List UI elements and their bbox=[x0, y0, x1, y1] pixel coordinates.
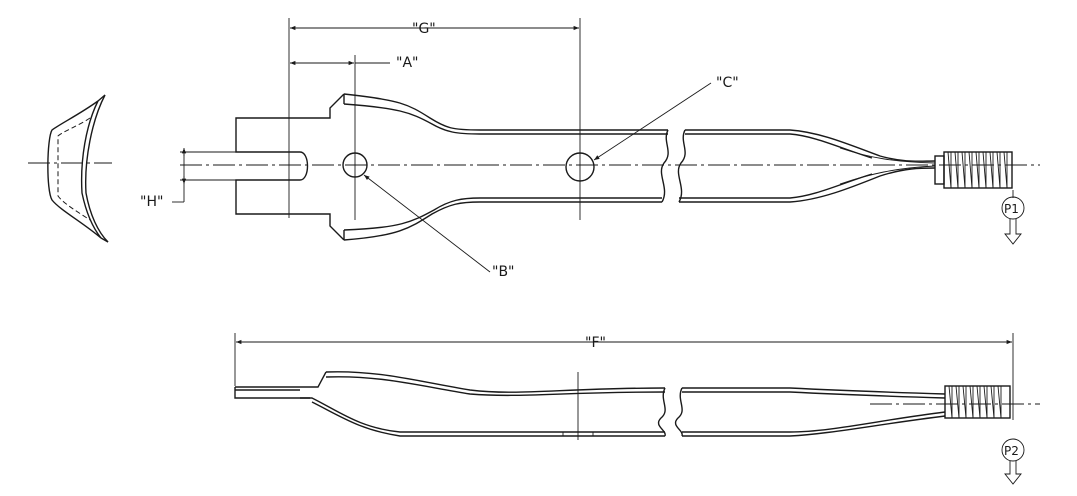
load-point-P1: P1 bbox=[1001, 190, 1025, 245]
thread-line bbox=[954, 151, 959, 189]
thread-line bbox=[968, 151, 973, 189]
label-A: "A" bbox=[396, 55, 418, 71]
thread-line bbox=[1003, 151, 1008, 189]
thread-line bbox=[955, 385, 960, 419]
dimension-H: "H" bbox=[140, 148, 236, 210]
label-C: "C" bbox=[716, 75, 739, 91]
thread-line bbox=[982, 151, 987, 189]
thread-line bbox=[983, 385, 988, 419]
load-point-P2: P2 bbox=[1001, 438, 1025, 485]
label-P2: P2 bbox=[1004, 444, 1019, 458]
dimension-F: "F" bbox=[234, 333, 1014, 420]
end-section-view bbox=[28, 94, 112, 243]
thread-line bbox=[961, 151, 966, 189]
thread-line bbox=[989, 151, 994, 189]
thread-line bbox=[997, 385, 1002, 419]
label-B: "B" bbox=[492, 264, 514, 280]
dimension-G: "G" bbox=[288, 18, 581, 220]
thread-line bbox=[975, 151, 980, 189]
leader-C: "C" bbox=[593, 75, 739, 161]
label-G: "G" bbox=[412, 21, 436, 37]
leader-B: "B" bbox=[363, 174, 514, 280]
dimension-A: "A" bbox=[290, 55, 418, 220]
thread-line bbox=[996, 151, 1001, 189]
thread-line bbox=[990, 385, 995, 419]
label-P1: P1 bbox=[1004, 202, 1019, 216]
label-H: "H" bbox=[140, 194, 163, 210]
thread-line bbox=[962, 385, 967, 419]
top-view bbox=[180, 93, 1040, 241]
thread-line bbox=[969, 385, 974, 419]
thread-line bbox=[948, 385, 953, 419]
thread-line bbox=[947, 151, 952, 189]
side-view bbox=[234, 371, 1040, 440]
thread-line bbox=[976, 385, 981, 419]
label-F: "F" bbox=[585, 335, 606, 351]
